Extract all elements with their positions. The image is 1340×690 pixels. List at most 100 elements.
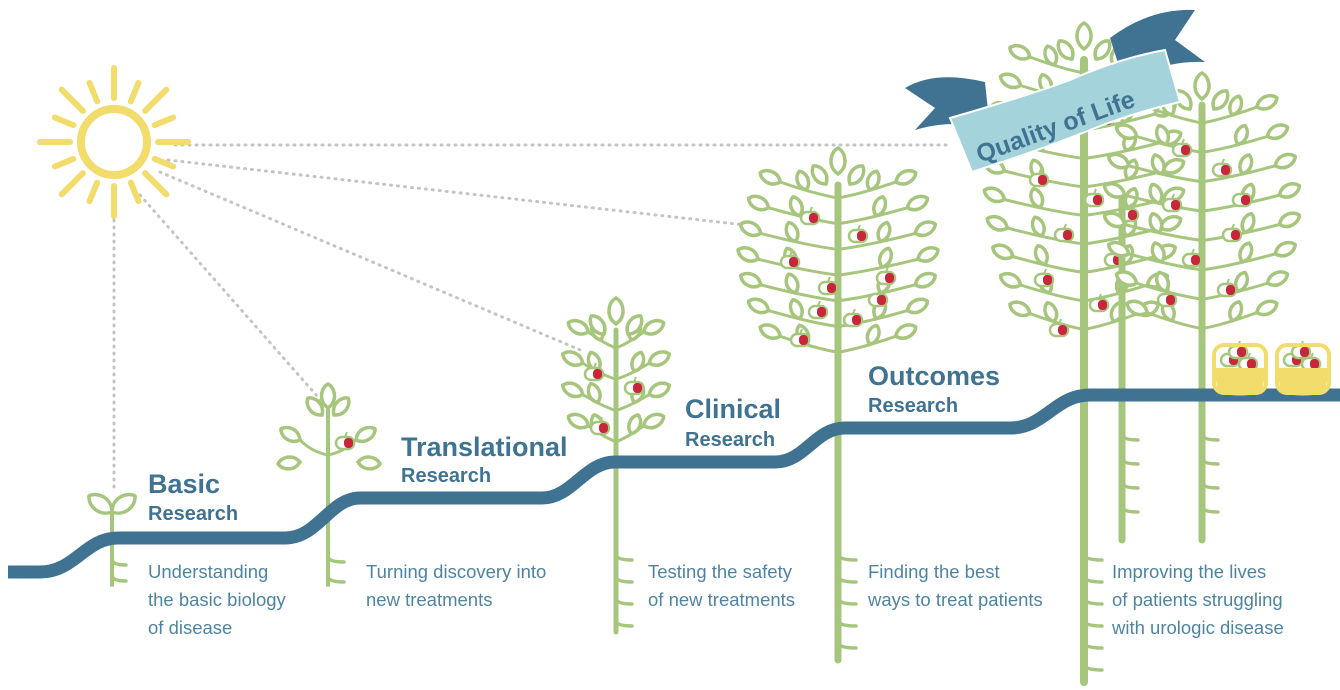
leaf (1106, 240, 1131, 258)
leaf (1056, 39, 1075, 61)
leaf (647, 381, 671, 399)
root (1082, 662, 1104, 672)
leaf (566, 318, 591, 336)
root (836, 596, 858, 606)
leaf (1029, 186, 1045, 210)
fruit-pill-icon (623, 376, 645, 396)
leaf (784, 220, 800, 244)
leaf (1238, 153, 1254, 176)
leaf (1277, 182, 1302, 199)
root (614, 596, 634, 606)
fruit-pill-icon (779, 250, 801, 270)
leaf (1254, 299, 1279, 317)
plants-layer (87, 21, 1302, 686)
leaf (739, 271, 763, 289)
leaf (627, 413, 643, 436)
fruit-pill-icon (867, 288, 889, 308)
fruit-pill-icon (847, 224, 869, 244)
fruit-pill-icon (842, 308, 864, 328)
tree-icon (561, 296, 671, 635)
leaf (736, 246, 760, 263)
leaf (795, 169, 811, 193)
fruit-pill-icon (1231, 188, 1253, 208)
leaf (829, 146, 847, 177)
fruit-pill-icon (1237, 352, 1259, 372)
leaf (87, 492, 114, 515)
leaf (561, 381, 585, 399)
stage-description-outcomes: Finding the best ways to treat patients (868, 561, 1043, 610)
tree-crown (561, 296, 671, 444)
leaf (1106, 152, 1131, 170)
leaf (847, 164, 866, 186)
leaf (586, 381, 602, 405)
leaf (1277, 211, 1302, 229)
banner-body (948, 48, 1182, 174)
root (1082, 618, 1104, 628)
stage-subtitle-outcomes: Research (868, 395, 959, 417)
root (836, 574, 858, 584)
stage-description-translational: Turning discovery into new treatments (366, 561, 547, 610)
stage-title-translational: Translational (401, 432, 568, 462)
sun-ray (86, 79, 101, 105)
leaf (1150, 153, 1166, 176)
sun-ray (58, 170, 86, 198)
leaf (982, 186, 1007, 204)
leaf (354, 425, 377, 444)
leaf (625, 314, 644, 336)
leaf (355, 455, 382, 471)
root (1120, 456, 1140, 466)
leaf (279, 425, 302, 444)
root (1082, 596, 1104, 606)
root (1200, 432, 1220, 442)
fruit-pill-icon (1053, 223, 1075, 243)
stage-description-clinical: Testing the safety of new treatments (648, 561, 796, 610)
stage-subtitle-clinical: Research (685, 429, 776, 451)
fruit-pill-icon (1290, 340, 1312, 360)
root (1200, 504, 1220, 514)
stage-title-clinical: Clinical (685, 394, 782, 424)
leaf (1102, 182, 1127, 199)
sun-icon (37, 65, 191, 219)
leaf (1254, 93, 1279, 111)
root (1082, 574, 1104, 584)
leaf (1075, 21, 1093, 52)
leaf (1233, 123, 1250, 147)
root (326, 574, 346, 584)
leaf (1228, 299, 1244, 323)
leaf (991, 243, 1015, 261)
leaf (319, 382, 337, 411)
root (1082, 640, 1104, 650)
leaf (1093, 39, 1112, 61)
leaf (876, 220, 892, 244)
leaf (1154, 270, 1171, 294)
stage-title-basic: Basic (148, 469, 221, 499)
sun-ray (51, 155, 77, 170)
leaf (1148, 211, 1164, 235)
leaf (110, 492, 137, 515)
stage-title-outcomes: Outcomes (868, 361, 1001, 391)
sun-ray (142, 170, 170, 198)
root (1120, 480, 1140, 490)
fruit-pill-icon (1216, 278, 1238, 298)
leaf (1148, 182, 1164, 206)
leaf (1125, 299, 1150, 317)
root (836, 640, 858, 650)
fruit-pill-icon (789, 328, 811, 348)
dotted-line (138, 193, 327, 407)
leaf (1030, 215, 1046, 239)
root (1120, 504, 1140, 514)
progress-path-line (8, 388, 1340, 579)
tree-icon (736, 146, 940, 664)
leaf (788, 297, 804, 321)
leaf (1008, 43, 1032, 61)
sun-ray (51, 114, 77, 129)
root (614, 618, 634, 628)
leaf (1265, 123, 1290, 141)
leaf (739, 220, 763, 238)
root (614, 552, 634, 562)
leaf (905, 194, 930, 212)
fruit-pill-icon (799, 206, 821, 226)
leaf (913, 271, 937, 289)
root (1200, 456, 1220, 466)
